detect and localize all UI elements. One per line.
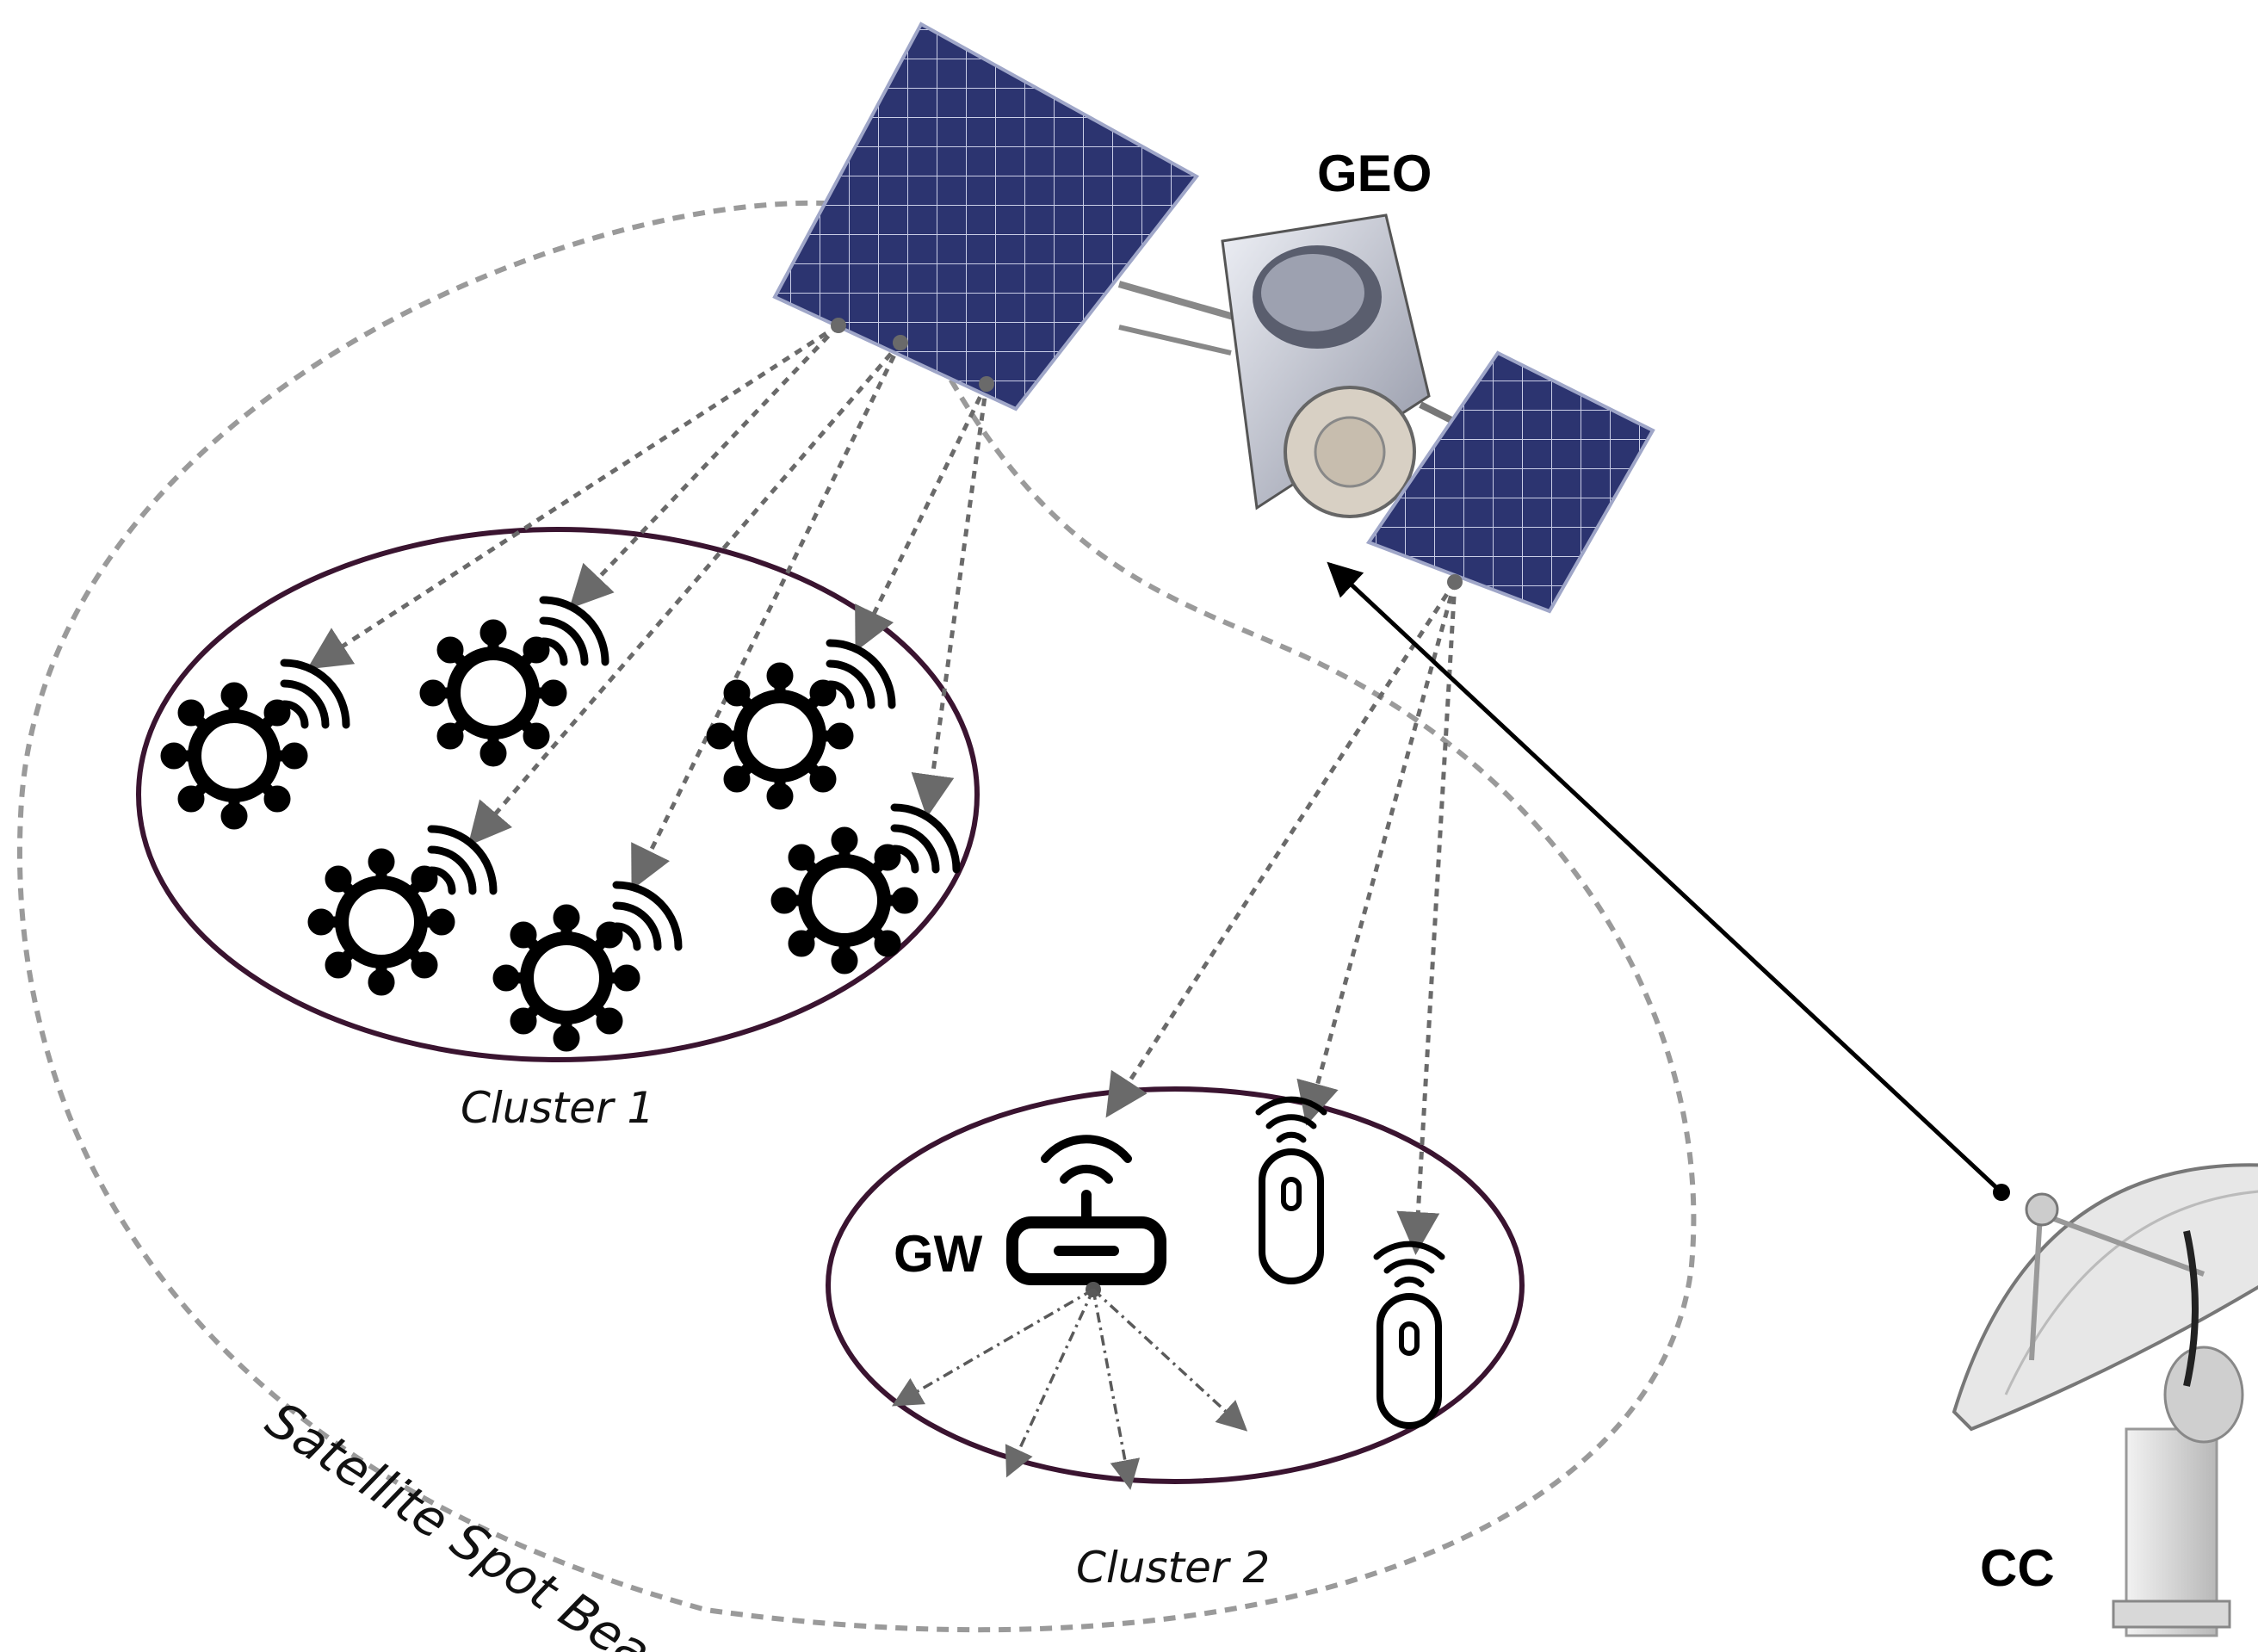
- gateway-local-links: [891, 1288, 1248, 1490]
- dish-antenna-icon: [1952, 1163, 2258, 1637]
- remote-device-icon: [1259, 1099, 1324, 1281]
- spot-beam-label: Satellite Spot Beam: [256, 1390, 702, 1652]
- sensor-icon: [776, 807, 956, 968]
- spot-beam-outline: [16, 200, 1697, 1633]
- cluster-2-outline: [826, 1086, 1525, 1484]
- sensor-icon: [313, 829, 493, 990]
- cluster-1-outline: [136, 527, 980, 1062]
- cluster-1-label: Cluster 1: [461, 1083, 654, 1133]
- cluster-2-label: Cluster 2: [1076, 1543, 1270, 1593]
- sensor-icon: [166, 663, 346, 824]
- remote-device-icon: [1376, 1244, 1442, 1426]
- cluster-1-downlinks: [306, 318, 994, 890]
- geo-label: GEO: [1317, 145, 1432, 202]
- geo-satellite-icon: [772, 22, 1655, 614]
- gw-label: GW: [894, 1225, 983, 1283]
- cluster-2-downlinks: [1105, 574, 1463, 1255]
- gateway-router-icon: [1006, 1135, 1166, 1297]
- sensor-icon: [712, 643, 892, 804]
- cc-label: CC: [1980, 1539, 2055, 1597]
- sensor-icon: [498, 885, 678, 1046]
- sensor-icon: [425, 600, 605, 761]
- cluster-1-sensors: [166, 600, 956, 1046]
- uplink-arrow: [1327, 561, 2003, 1194]
